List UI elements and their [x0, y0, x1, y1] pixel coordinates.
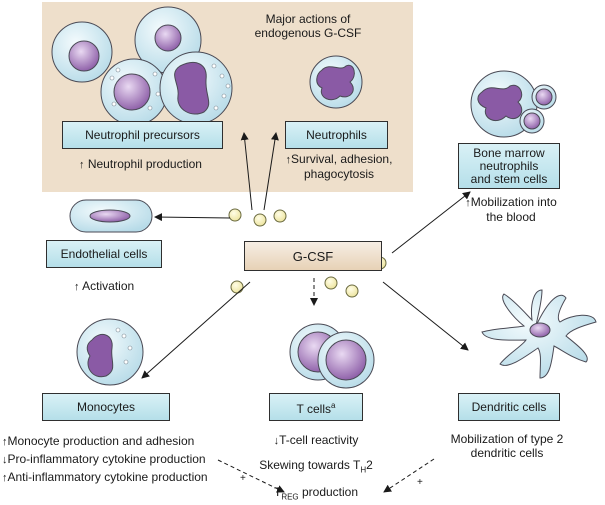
dendritic-cell: [481, 289, 597, 379]
t-cells-box: T cellsa: [269, 393, 363, 421]
neutrophil-precursors-box: Neutrophil precursors: [62, 121, 223, 149]
arrows: [141, 132, 471, 493]
endothelial-effect: ↑ Activation: [74, 279, 135, 293]
t-cells: [289, 323, 375, 389]
down-arrow-icon: ↓: [2, 454, 8, 466]
t-cells-effect-2: Skewing towards TH2: [259, 458, 373, 475]
up-arrow-icon: ↑: [285, 154, 292, 166]
down-arrow-icon: ↓: [273, 435, 280, 447]
neutrophil-precursors-effect: ↑ Neutrophil production: [79, 157, 202, 171]
up-arrow-icon: ↑: [74, 281, 80, 293]
bone-marrow-box: Bone marrow neutrophils and stem cells: [458, 143, 560, 189]
neutrophil-cell: [309, 55, 363, 109]
monocytes-label: Monocytes: [76, 399, 136, 414]
dendritic-label: Dendritic cells: [471, 399, 547, 414]
dendritic-box: Dendritic cells: [458, 393, 560, 421]
plus-right: +: [417, 477, 423, 488]
t-cells-effect-1: ↓T-cell reactivity: [273, 433, 359, 447]
up-arrow-icon: ↑: [79, 159, 85, 171]
neutrophils-effect: ↑Survival, adhesion, phagocytosis: [285, 152, 393, 181]
g-csf-box: G-CSF: [244, 241, 382, 271]
neutrophil-precursors-label: Neutrophil precursors: [85, 127, 200, 142]
up-arrow-icon: ↑: [465, 197, 471, 209]
bone-marrow-effect: ↑Mobilization into the blood: [465, 195, 557, 224]
endothelial-label: Endothelial cells: [60, 246, 148, 261]
plus-left: +: [240, 473, 246, 484]
panel-title: Major actions of endogenous G-CSF: [254, 12, 362, 40]
neutrophil-precursor-cells: [51, 6, 233, 126]
up-arrow-icon: ↑: [2, 436, 8, 448]
t-cells-label: T cellsa: [296, 400, 336, 416]
neutrophils-box: Neutrophils: [285, 121, 388, 149]
monocytes-effects: ↑Monocyte production and adhesion ↓Pro-i…: [2, 434, 208, 484]
g-csf-label: G-CSF: [292, 248, 334, 264]
endothelial-cell: [69, 199, 153, 233]
bone-marrow-cells: [470, 70, 557, 138]
neutrophils-label: Neutrophils: [306, 127, 367, 142]
treg-production: TREG production: [273, 485, 359, 502]
up-arrow-icon: ↑: [2, 472, 8, 484]
bone-marrow-label: Bone marrow neutrophils and stem cells: [470, 145, 548, 186]
dendritic-effect: Mobilization of type 2 dendritic cells: [450, 432, 564, 460]
monocyte-cell: [76, 318, 144, 386]
endothelial-box: Endothelial cells: [46, 240, 162, 268]
monocytes-box: Monocytes: [42, 393, 170, 421]
